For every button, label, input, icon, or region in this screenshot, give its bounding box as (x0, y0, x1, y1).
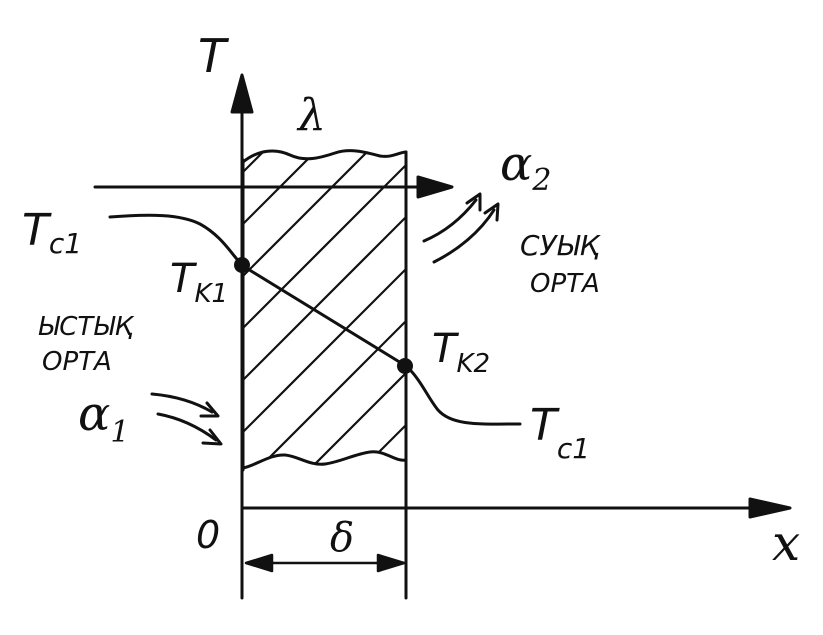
tk1-point (234, 257, 250, 273)
temperature-profile (108, 213, 522, 426)
hatch-line (455, 150, 785, 480)
heat-flow-arrow (93, 175, 454, 199)
conductivity-label: λ (296, 90, 326, 141)
t-axis (230, 73, 254, 600)
hatch-line (243, 150, 319, 468)
wall (241, 149, 408, 600)
wall-temp-k1-label: TK1 (170, 256, 228, 309)
wall-temp-k2-label: TK2 (432, 326, 490, 379)
hatch-line (243, 150, 405, 468)
hot-fluid-temp-label: Tc1 (22, 205, 82, 260)
cold-medium-label-line2: ОРТА (530, 269, 600, 299)
wall-top-break (241, 149, 408, 164)
hatch-line (401, 150, 405, 468)
t-axis-arrowhead (230, 73, 254, 114)
x-axis-arrowhead (748, 497, 792, 519)
wall-hatching (243, 150, 785, 480)
cold-coefficient-label: α2 (500, 136, 552, 198)
heat-flow-arrowhead (416, 175, 454, 199)
hot-medium-label-line2: ОРТА (42, 347, 112, 377)
hot-coefficient-label: α1 (78, 386, 130, 450)
hatch-line (245, 150, 405, 468)
hot-medium-label-line1: ЫСТЫҚ (38, 312, 135, 342)
cold-fluid-temp-label: Tc1 (530, 400, 590, 465)
hatch-line (349, 150, 405, 468)
hot-flow-arrows (150, 392, 223, 446)
hatch-line (243, 150, 405, 468)
thickness-label: δ (330, 515, 354, 561)
origin-label: 0 (196, 513, 220, 557)
hatch-line (243, 150, 405, 468)
tk2-point (397, 358, 413, 374)
hatch-line (297, 150, 405, 468)
cold-flow-arrows (422, 192, 500, 264)
x-axis (240, 497, 792, 519)
hatch-line (243, 150, 371, 468)
cold-medium-label-line1: СУЫҚ (520, 229, 602, 262)
t-axis-label: T (198, 29, 230, 83)
wall-bottom-break (241, 450, 408, 470)
x-axis-label: x (772, 514, 800, 572)
thickness-dimension (244, 553, 406, 573)
